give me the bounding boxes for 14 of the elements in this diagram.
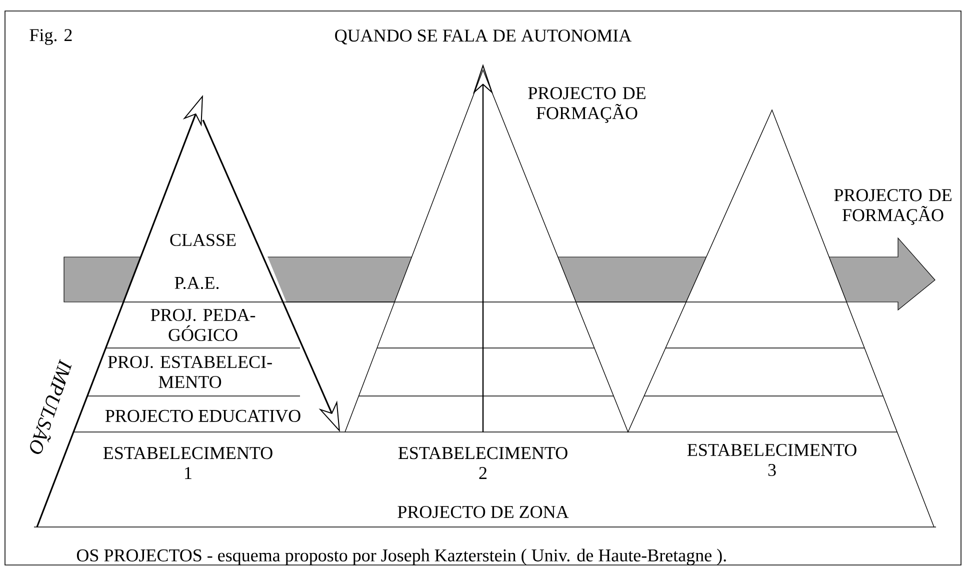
level-label: ESTABELECIMENTO 1: [103, 447, 272, 479]
title: QUANDO SE FALA DE AUTONOMIA: [335, 30, 632, 44]
level-label: PROJ. PEDA- GÓGICO: [150, 308, 256, 342]
level-label: PROJECTO EDUCATIVO: [105, 410, 300, 422]
arrow-label: PROJECTO DE FORMAÇÃO: [528, 87, 646, 123]
level-label: CLASSE: [170, 234, 236, 246]
level-label: PROJECTO DE ZONA: [398, 506, 569, 518]
level-label: P.A.E.: [174, 276, 219, 290]
level-label: ESTABELECIMENTO 3: [687, 444, 856, 476]
arrow-label: PROJECTO DE FORMAÇÃO: [834, 189, 952, 225]
caption: OS PROJECTOS - esquema proposto por Joseph Kazterstein ( Univ. de Haute-Bretagne ).: [76, 548, 726, 566]
level-label: ESTABELECIMENTO 2: [398, 447, 568, 479]
figure-number: Fig. 2: [30, 29, 72, 45]
level-label: PROJ. ESTABELECI- MENTO: [108, 356, 272, 388]
